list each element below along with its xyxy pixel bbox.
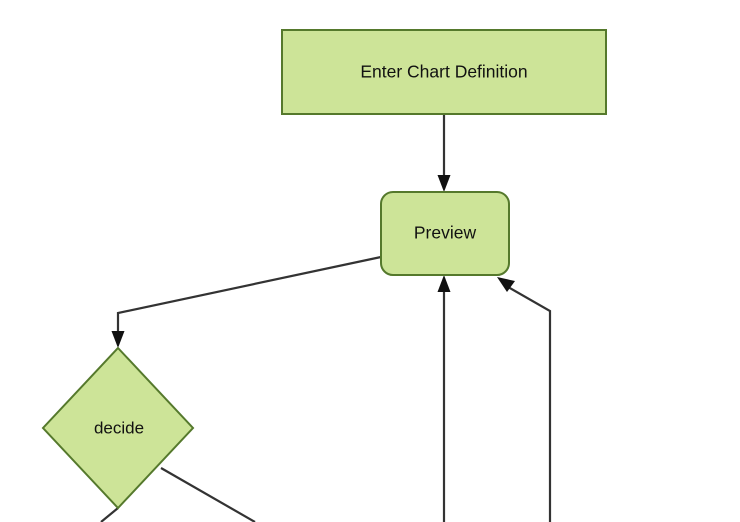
node-enter-chart-definition[interactable]: Enter Chart Definition (281, 29, 607, 115)
arrow-head-icon (437, 175, 451, 192)
edge-line (507, 286, 552, 522)
node-preview[interactable]: Preview (380, 191, 510, 276)
node-label-decide: decide (94, 418, 144, 437)
arrow-head-icon (497, 277, 515, 292)
edge-line (100, 507, 119, 522)
edge-decide-bottom-left (100, 507, 119, 522)
node-shape-rectangle[interactable] (281, 29, 607, 115)
edge-line (116, 255, 382, 336)
edge-enter-to-preview (437, 114, 451, 192)
node-shape-rounded-rectangle[interactable] (380, 191, 510, 276)
node-label-enter-chart-definition: Enter Chart Definition (360, 62, 527, 82)
edge-preview-to-decide (111, 255, 382, 348)
node-label-preview: Preview (414, 223, 477, 243)
edge-bottom-center-to-preview (437, 275, 451, 522)
edge-decide-bottom-right (160, 467, 256, 522)
arrow-head-icon (437, 275, 451, 292)
edge-bottom-right-to-preview (497, 277, 552, 522)
arrow-head-icon (111, 331, 125, 348)
edge-line (160, 467, 256, 522)
node-shape-diamond[interactable] (41, 346, 195, 510)
node-decide[interactable]: decide (41, 346, 195, 510)
